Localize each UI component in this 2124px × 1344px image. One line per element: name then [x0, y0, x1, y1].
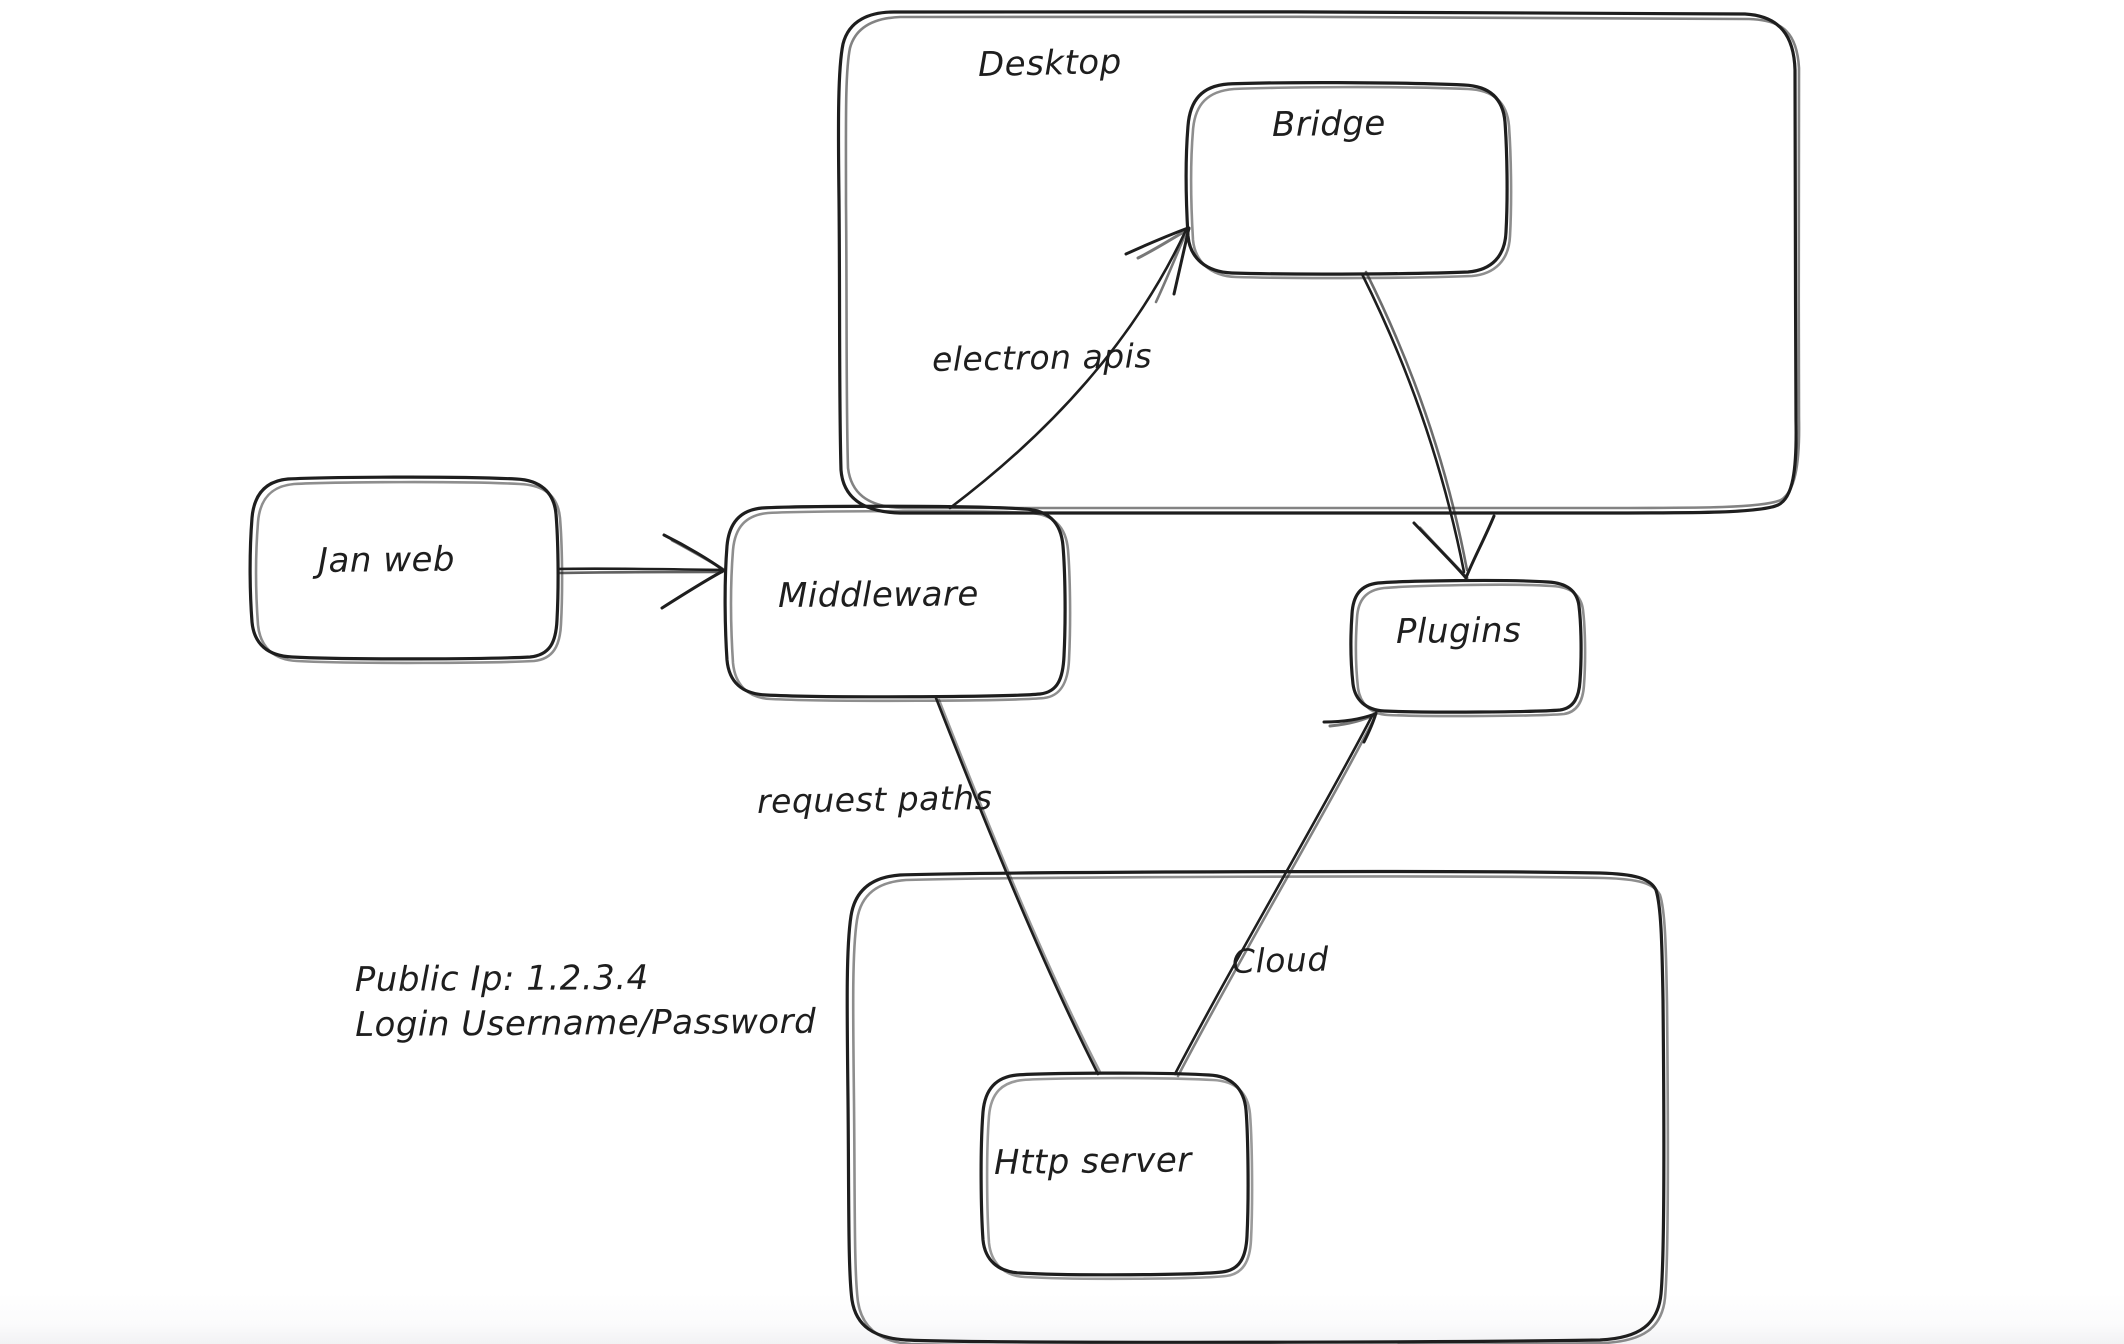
note-public-ip-line: Public Ip: 1.2.3.4 — [354, 957, 649, 1001]
edge-label-electron-apis: electron apis — [931, 336, 1153, 379]
node-label-http-server: Http server — [993, 1140, 1193, 1183]
edge-bridge-to-plugins[interactable] — [1360, 270, 1496, 580]
node-label-bridge: Bridge — [1271, 103, 1387, 145]
node-label-middleware: Middleware — [777, 574, 980, 616]
node-jan-web[interactable] — [248, 475, 564, 665]
edge-janweb-to-middleware[interactable] — [556, 533, 726, 610]
edge-middleware-to-bridge[interactable] — [948, 226, 1191, 510]
group-desktop-container[interactable] — [836, 10, 1801, 516]
node-plugins[interactable] — [1349, 578, 1587, 718]
node-label-plugins: Plugins — [1395, 610, 1522, 652]
node-bridge[interactable] — [1184, 81, 1513, 280]
edge-middleware-to-httpserver[interactable] — [934, 696, 1102, 1076]
group-label-desktop: Desktop — [977, 41, 1123, 85]
note-login-line: Login Username/Password — [355, 1001, 817, 1045]
group-cloud-container[interactable] — [845, 869, 1670, 1344]
edge-httpserver-to-plugins[interactable] — [1173, 711, 1378, 1078]
edge-label-cloud: Cloud — [1231, 939, 1330, 981]
edge-label-request-paths: request paths — [756, 777, 993, 821]
node-label-jan-web: Jan web — [317, 539, 456, 581]
node-middleware[interactable] — [723, 504, 1072, 703]
node-http-server[interactable] — [979, 1071, 1254, 1281]
note-credentials: Public Ip: 1.2.3.4 Login Username/Passwo… — [355, 955, 817, 1048]
